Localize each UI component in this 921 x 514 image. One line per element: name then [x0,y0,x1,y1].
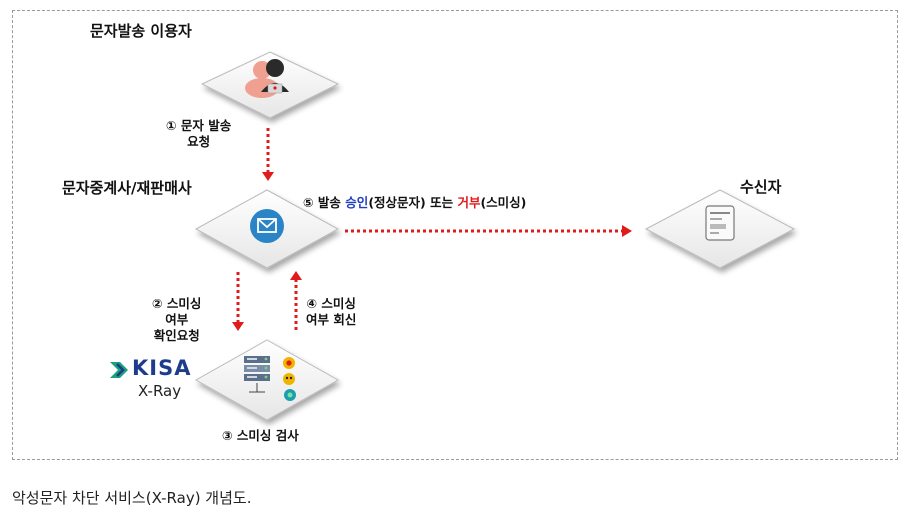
hacker-icon [245,59,289,98]
step1-line1: ① 문자 발송 [166,118,232,133]
step2-line1: ② 스미싱 [152,296,202,311]
step1-line2: 요청 [187,134,211,149]
arrow-step5 [345,225,632,237]
step2-line3: 확인요청 [153,328,200,343]
step5-mid: (정상문자) 또는 [368,195,458,210]
arrow-step2 [232,272,244,331]
step2-line2: 여부 [165,312,189,327]
phone-icon [705,205,735,241]
step4-line2: 여부 회신 [306,312,357,327]
kisa-logo-text: KISA [132,356,192,380]
receiver-label: 수신자 [740,178,782,196]
threat-icons [283,357,296,401]
arrow-step4 [290,271,302,330]
step5-reject: 거부 [457,195,481,210]
step5-approve: 승인 [345,195,369,210]
envelope-icon [250,209,284,243]
xray-label: X-Ray [138,382,182,400]
step4-line1: ④ 스미싱 [306,296,356,311]
relay-label: 문자중계사/재판매사 [62,179,192,197]
diagram-frame [12,10,898,460]
step5-suffix: (스미싱) [480,195,527,210]
server-icon [244,356,270,393]
arrow-step1 [262,128,274,181]
step5-label: ⑤ 발송 승인(정상문자) 또는 거부(스미싱) [303,195,526,211]
step4-label: ④ 스미싱 여부 회신 [306,296,356,328]
user-label: 문자발송 이용자 [90,22,192,40]
step5-prefix: ⑤ 발송 [303,195,346,210]
step2-label: ② 스미싱 여부 확인요청 [152,296,201,344]
figure-caption: 악성문자 차단 서비스(X-Ray) 개념도. [12,489,252,507]
step1-label: ① 문자 발송 요청 [166,118,231,150]
kisa-logo-mark [110,362,128,378]
step3-label: ③ 스미싱 검사 [222,428,299,443]
